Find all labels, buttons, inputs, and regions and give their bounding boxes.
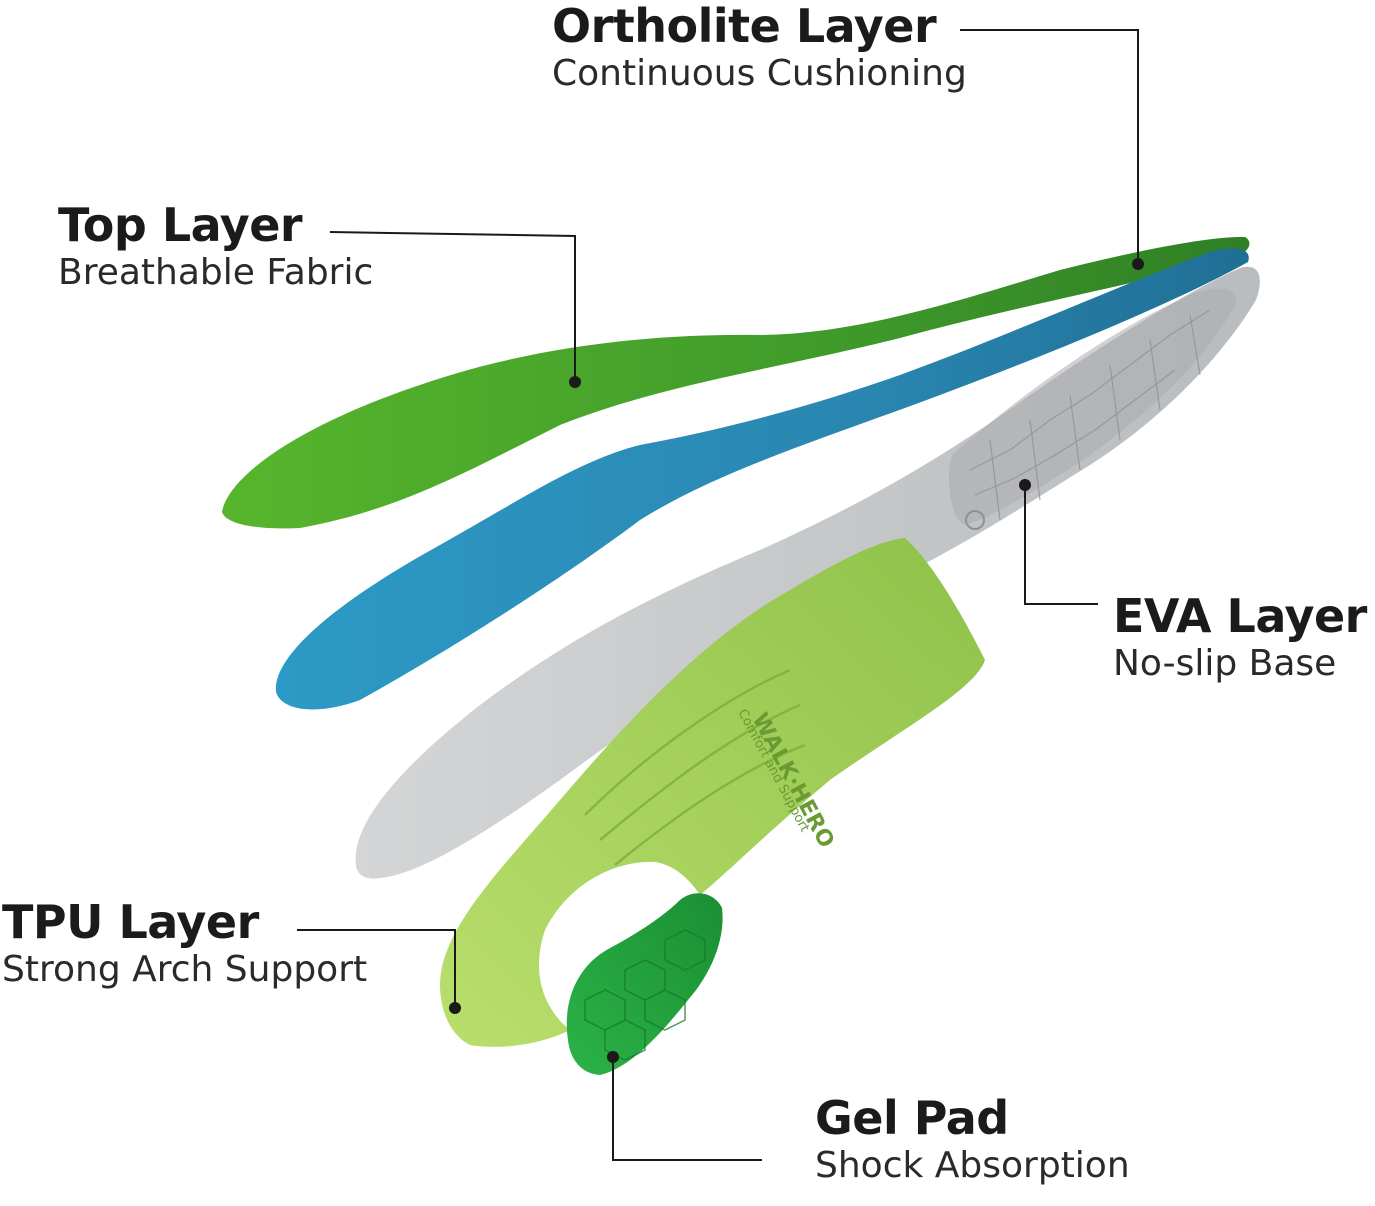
eva-callout-line (1024, 486, 1098, 605)
tpu-callout-line (297, 929, 456, 1007)
ortholite-callout-line (960, 29, 1139, 262)
ortholite-callout-dot (1132, 258, 1144, 270)
tpu-layer-title: TPU Layer (2, 895, 259, 949)
tpu-callout-dot (449, 1002, 461, 1014)
top-layer-callout: Top Layer Breathable Fabric (58, 199, 373, 295)
ortholite-layer-title: Ortholite Layer (552, 0, 937, 53)
eva-layer-title: EVA Layer (1113, 589, 1367, 643)
top-callout-line (329, 231, 576, 381)
eva-logo-mark (965, 510, 985, 530)
eva-layer-subtitle: No-slip Base (1113, 643, 1337, 684)
top-layer-shape (222, 236, 1250, 529)
gel-callout-line (612, 1058, 762, 1161)
gel-pad-callout: Gel Pad Shock Absorption (815, 1092, 1130, 1188)
tpu-layer-callout: TPU Layer Strong Arch Support (2, 896, 367, 992)
eva-texture-region (948, 288, 1236, 525)
eva-layer-callout: EVA Layer No-slip Base (1113, 590, 1367, 686)
top-layer-subtitle: Breathable Fabric (58, 252, 374, 293)
tpu-ridge-lines (584, 668, 806, 866)
tpu-layer-subtitle: Strong Arch Support (2, 949, 368, 990)
ortholite-layer-callout: Ortholite Layer Continuous Cushioning (552, 0, 967, 96)
gel-hex-pattern (584, 929, 706, 1061)
eva-texture-lines (969, 309, 1211, 521)
gel-pad-subtitle: Shock Absorption (815, 1145, 1130, 1186)
gel-pad-title: Gel Pad (815, 1091, 1009, 1145)
eva-callout-dot (1019, 479, 1031, 491)
ortholite-layer-shape (275, 248, 1249, 710)
top-callout-dot (569, 376, 581, 388)
ortholite-layer-subtitle: Continuous Cushioning (552, 53, 967, 94)
top-layer-title: Top Layer (58, 198, 303, 252)
gel-callout-dot (607, 1051, 619, 1063)
